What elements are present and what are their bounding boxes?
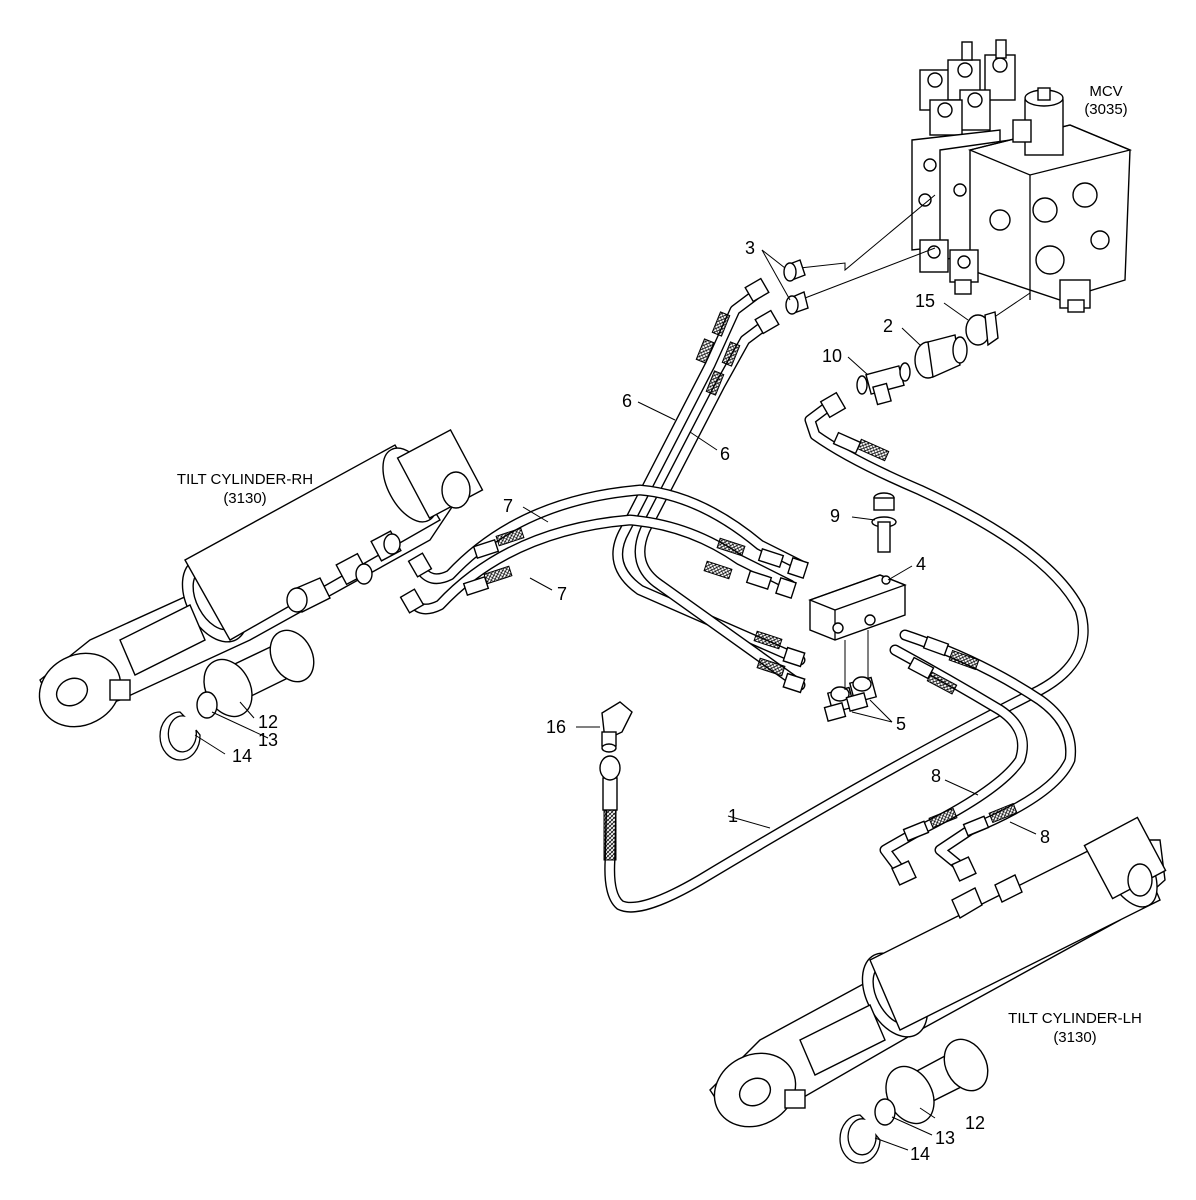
elbow-16 — [601, 701, 633, 753]
hose-7-b — [406, 514, 796, 615]
tilt-rh-name: TILT CYLINDER-RH — [177, 471, 313, 488]
callout-14-lh: 14 — [910, 1144, 930, 1164]
seal-13-lh — [874, 1098, 896, 1126]
seal-13-rh — [196, 691, 218, 719]
snap-ring-14-lh — [839, 1114, 881, 1164]
callout-12-rh: 12 — [258, 712, 278, 732]
callout-8-lower: 8 — [1040, 827, 1050, 847]
callout-15: 15 — [915, 291, 935, 311]
bolt-9 — [871, 492, 897, 553]
adapter-2 — [914, 334, 968, 379]
callout-4: 4 — [916, 554, 926, 574]
fitting-3-lower — [785, 291, 809, 315]
mcv-name: MCV — [1089, 83, 1122, 100]
hose-1 — [604, 399, 1089, 913]
callout-13-rh: 13 — [258, 730, 278, 750]
callout-1: 1 — [728, 806, 738, 826]
elbows-5 — [823, 676, 878, 722]
callout-12-lh: 12 — [965, 1113, 985, 1133]
callout-6-lower: 6 — [720, 444, 730, 464]
callout-8-upper: 8 — [931, 766, 941, 786]
callout-5: 5 — [896, 714, 906, 734]
callout-13-lh: 13 — [935, 1128, 955, 1148]
tilt-lh-code: (3130) — [1053, 1029, 1096, 1046]
tilt-lh-name: TILT CYLINDER-LH — [1008, 1010, 1142, 1027]
tilt-cylinder-lh — [709, 816, 1167, 1128]
callout-16: 16 — [546, 717, 566, 737]
callout-14-rh: 14 — [232, 746, 252, 766]
callout-9: 9 — [830, 506, 840, 526]
tilt-rh-code: (3130) — [223, 490, 266, 507]
fitting-3-upper — [783, 259, 806, 282]
callout-3: 3 — [745, 238, 755, 258]
callout-7-upper: 7 — [503, 496, 513, 516]
callout-6-upper: 6 — [622, 391, 632, 411]
callout-2: 2 — [883, 316, 893, 336]
block-4 — [808, 574, 907, 641]
plug-15 — [965, 311, 999, 347]
tee-10 — [856, 362, 911, 406]
mcv-code: (3035) — [1084, 101, 1127, 118]
tilt-cylinder-rh — [38, 428, 484, 728]
snap-ring-14-rh — [159, 711, 201, 761]
callout-10: 10 — [822, 346, 842, 366]
leader-lines — [194, 249, 1037, 1151]
mcv-valve — [911, 39, 1133, 313]
callout-7-lower: 7 — [557, 584, 567, 604]
